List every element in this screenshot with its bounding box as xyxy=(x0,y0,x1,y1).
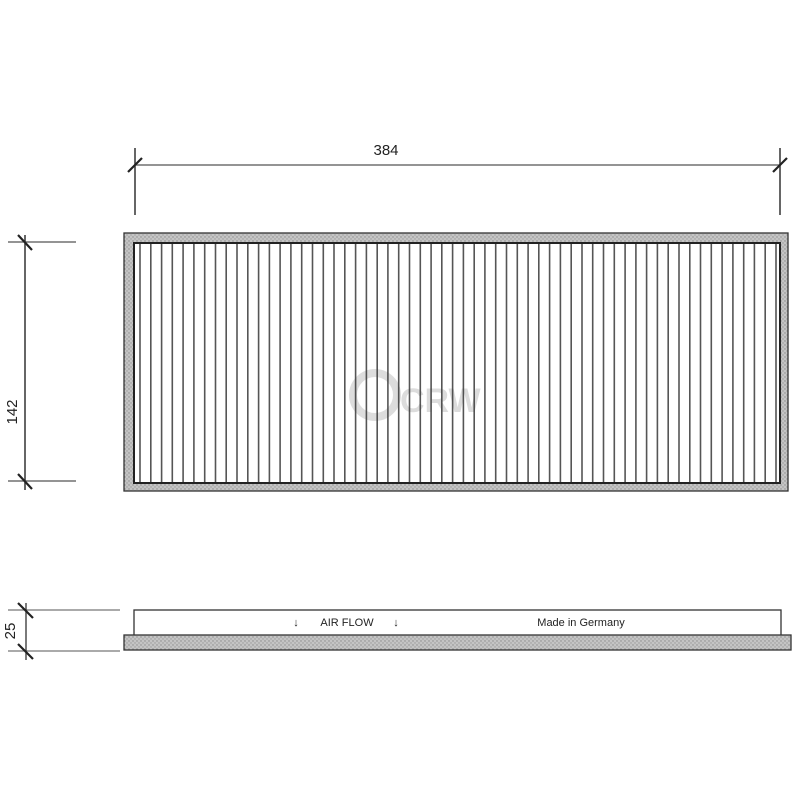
filter-side-view: ↓ AIR FLOW ↓ Made in Germany xyxy=(123,609,792,651)
airflow-label: AIR FLOW xyxy=(320,617,374,629)
pleats xyxy=(139,244,777,482)
thickness-value: 25 xyxy=(2,623,19,640)
arrow-down-icon: ↓ xyxy=(393,617,399,629)
arrow-down-icon: ↓ xyxy=(293,617,299,629)
tick-mark-icon xyxy=(17,234,33,251)
origin-label: Made in Germany xyxy=(537,617,625,629)
tick-mark-icon xyxy=(17,643,34,660)
tick-mark-icon xyxy=(772,157,788,173)
watermark-logo: CRW xyxy=(349,369,481,421)
height-value: 142 xyxy=(4,399,21,424)
filter-media xyxy=(133,242,781,484)
tick-mark-icon xyxy=(127,157,143,173)
height-dimension: 142 xyxy=(4,234,76,490)
tick-mark-icon xyxy=(17,473,33,490)
thickness-dimension: 25 xyxy=(2,602,120,660)
width-dimension: 384 xyxy=(127,142,788,215)
filter-body-side xyxy=(133,609,782,637)
filter-top-view: CRW xyxy=(123,232,789,492)
filter-gasket-side xyxy=(123,634,792,651)
width-value: 384 xyxy=(373,142,398,159)
tick-mark-icon xyxy=(17,602,34,619)
svg-text:CRW: CRW xyxy=(400,382,481,420)
